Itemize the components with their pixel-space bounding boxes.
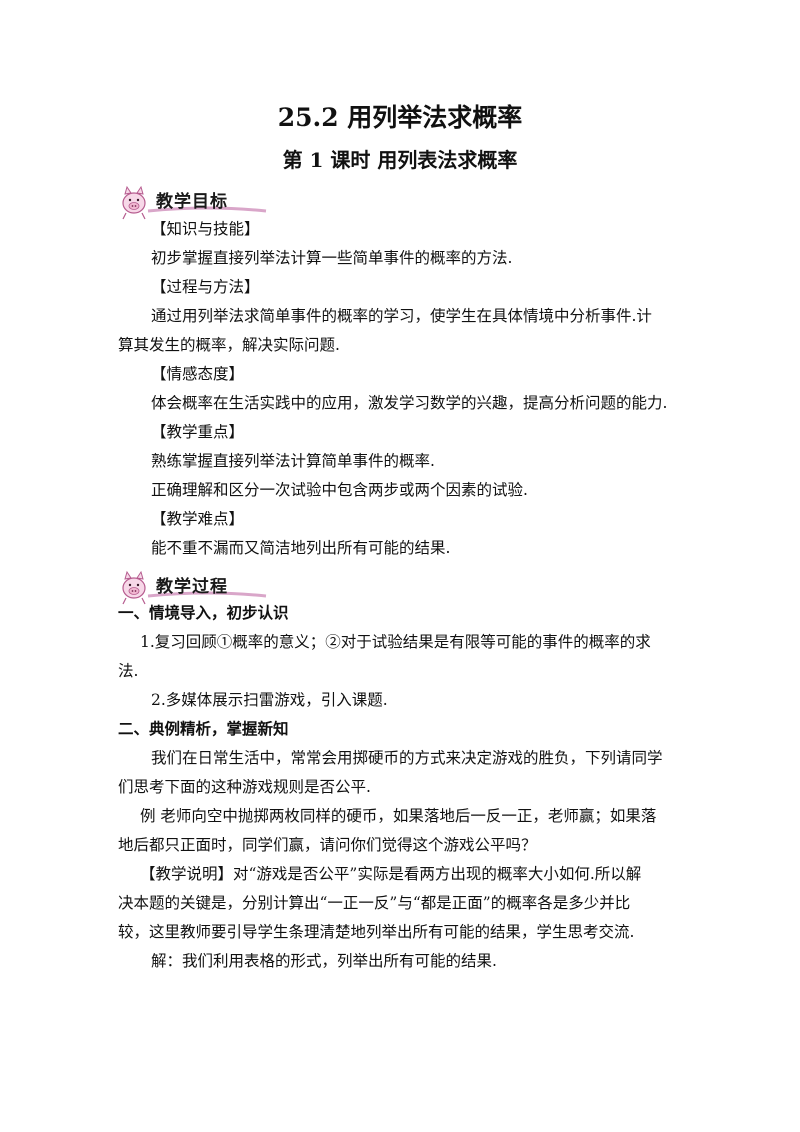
- key-points-text-2: 正确理解和区分一次试验中包含两步或两个因素的试验.: [151, 481, 528, 499]
- solution-text: 解：我们利用表格的形式，列举出所有可能的结果.: [151, 952, 497, 970]
- page-title: 25.2 用列举法求概率: [277, 103, 523, 132]
- pig-mascot-icon: [122, 570, 267, 605]
- section-title-process: 教学过程: [156, 577, 228, 597]
- attitude-label: 【情感态度】: [151, 365, 245, 383]
- page-subtitle: 第 1 课时 用列表法求概率: [282, 148, 518, 172]
- section-title-objectives: 教学目标: [156, 192, 228, 212]
- teaching-note-line-1: 【教学说明】对“游戏是否公平”实际是看两方出现的概率大小如何.所以解: [140, 865, 642, 883]
- attitude-text: 体会概率在生活实践中的应用，激发学习数学的兴趣，提高分析问题的能力.: [151, 394, 668, 412]
- section-banner-objectives: 教学目标: [118, 181, 268, 221]
- knowledge-label: 【知识与技能】: [151, 220, 260, 238]
- process-method-text-line-2: 算其发生的概率，解决实际问题.: [118, 336, 340, 354]
- process-method-label: 【过程与方法】: [151, 278, 260, 296]
- part2-heading: 二、典例精析，掌握新知: [118, 720, 289, 738]
- example-line-2: 地后都只正面时，同学们赢，请问你们觉得这个游戏公平吗？: [118, 836, 537, 854]
- section-banner-process: 教学过程: [118, 566, 268, 606]
- part2-para-line-2: 们思考下面的这种游戏规则是否公平.: [118, 778, 371, 796]
- knowledge-text: 初步掌握直接列举法计算一些简单事件的概率的方法.: [151, 249, 513, 267]
- teaching-note-line-3: 较，这里教师要引导学生条理清楚地列举出所有可能的结果，学生思考交流.: [118, 923, 635, 941]
- difficulty-text: 能不重不漏而又简洁地列出所有可能的结果.: [151, 539, 451, 557]
- difficulty-label: 【教学难点】: [151, 510, 245, 528]
- key-points-text-1: 熟练掌握直接列举法计算简单事件的概率.: [151, 452, 435, 470]
- key-points-label: 【教学重点】: [151, 423, 245, 441]
- part1-heading: 一、情境导入，初步认识: [118, 604, 289, 622]
- part1-item2: 2.多媒体展示扫雷游戏，引入课题.: [151, 691, 388, 709]
- part1-item1-line-1: 1.复习回顾①概率的意义；②对于试验结果是有限等可能的事件的概率的求: [140, 633, 651, 651]
- part2-para-line-1: 我们在日常生活中，常常会用掷硬币的方式来决定游戏的胜负，下列请同学: [151, 749, 663, 767]
- process-method-text-line-1: 通过用列举法求简单事件的概率的学习，使学生在具体情境中分析事件.计: [151, 307, 652, 325]
- pig-mascot-icon: [122, 185, 267, 220]
- example-line-1: 例 老师向空中抛掷两枚同样的硬币，如果落地后一反一正，老师赢；如果落: [140, 807, 657, 825]
- part1-item1-line-2: 法.: [118, 662, 139, 680]
- teaching-note-line-2: 决本题的关键是，分别计算出“一正一反”与“都是正面”的概率各是多少并比: [118, 894, 631, 912]
